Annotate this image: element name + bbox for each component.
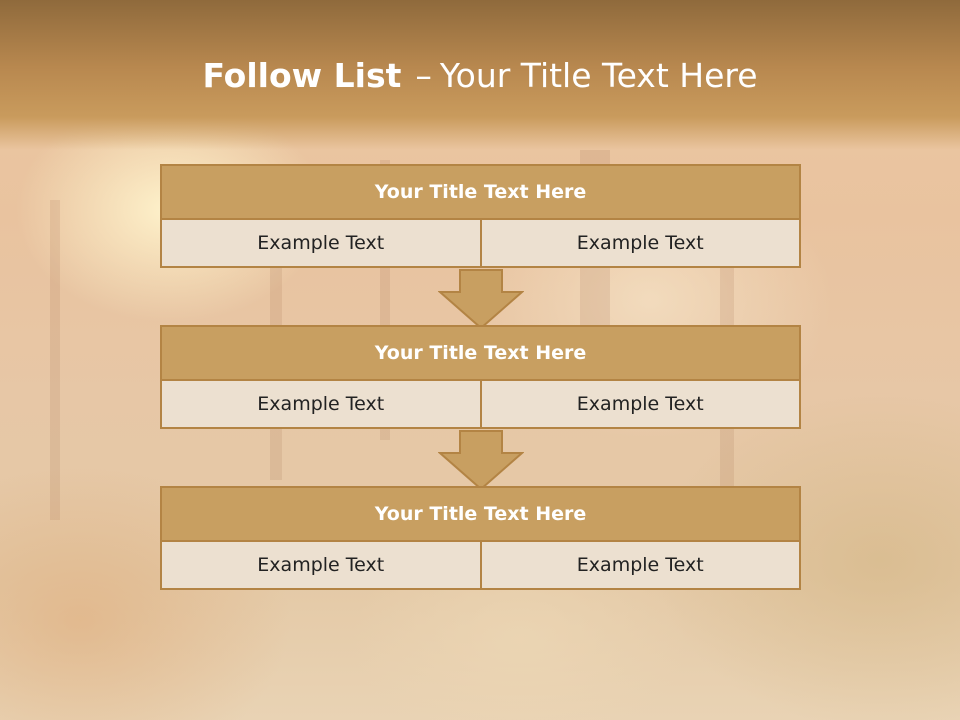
step-row: Example Text Example Text	[160, 540, 801, 590]
step-box-2: Your Title Text Here Example Text Exampl…	[160, 325, 801, 429]
step-cell-right: Example Text	[479, 218, 801, 268]
title-separator: –	[415, 56, 432, 95]
step-cell-left: Example Text	[160, 540, 482, 590]
down-arrow-icon	[438, 430, 524, 491]
step-cell-right: Example Text	[479, 540, 801, 590]
step-title: Your Title Text Here	[160, 325, 801, 381]
step-cell-left: Example Text	[160, 218, 482, 268]
down-arrow-icon	[438, 269, 524, 330]
step-box-1: Your Title Text Here Example Text Exampl…	[160, 164, 801, 268]
step-box-3: Your Title Text Here Example Text Exampl…	[160, 486, 801, 590]
page-title: Follow List–Your Title Text Here	[0, 56, 960, 95]
step-row: Example Text Example Text	[160, 218, 801, 268]
step-row: Example Text Example Text	[160, 379, 801, 429]
step-cell-right: Example Text	[479, 379, 801, 429]
header-band	[0, 0, 960, 150]
step-title: Your Title Text Here	[160, 164, 801, 220]
title-bold: Follow List	[202, 56, 402, 95]
title-rest: Your Title Text Here	[439, 56, 758, 95]
step-title: Your Title Text Here	[160, 486, 801, 542]
step-cell-left: Example Text	[160, 379, 482, 429]
